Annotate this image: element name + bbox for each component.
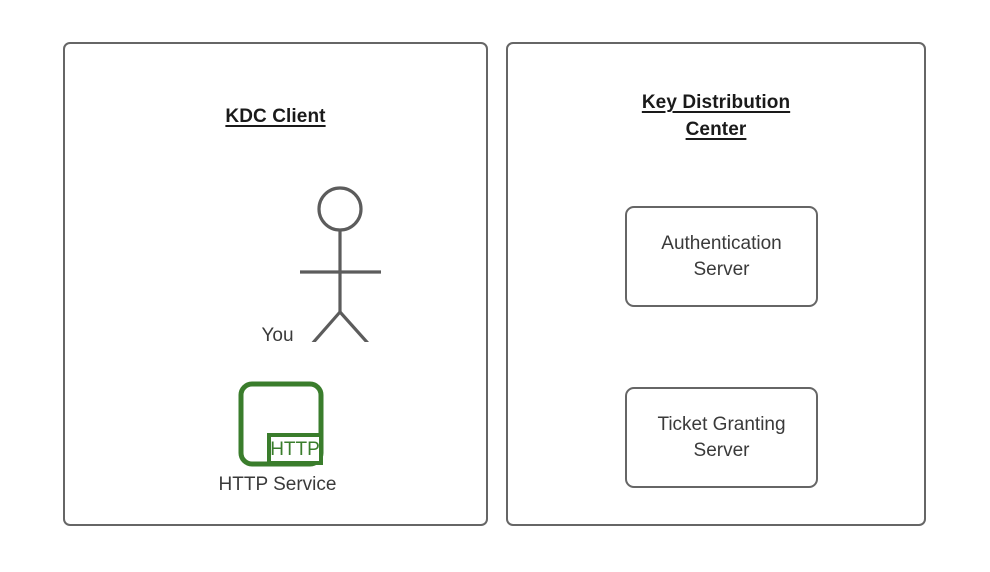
box-label: Ticket Granting Server (657, 413, 786, 461)
panel-key-distribution-center[interactable]: Key Distribution Center Authentication S… (506, 42, 926, 526)
panel-kdc-client[interactable]: KDC Client You (63, 42, 488, 526)
box-label: Authentication Server (661, 232, 782, 280)
actor-label-you: You (261, 325, 294, 346)
panel-title-line: Key Distribution (641, 92, 791, 113)
service-label-http: HTTP Service (218, 474, 337, 495)
panel-title-kdc-client: KDC Client (65, 103, 486, 130)
box-authentication-server[interactable]: Authentication Server (625, 206, 818, 307)
box-ticket-granting-server[interactable]: Ticket Granting Server (625, 387, 818, 488)
panel-title-key-distribution-center: Key Distribution Center (508, 89, 924, 143)
panel-title-line: Center (685, 119, 747, 140)
stick-figure-icon (228, 162, 453, 371)
http-badge-label: HTTP (270, 439, 320, 460)
http-service-icon[interactable]: HTTP (238, 381, 328, 469)
stick-figure-head (317, 186, 363, 232)
panel-title-line: KDC Client (225, 106, 326, 127)
http-badge-frame (267, 433, 323, 465)
